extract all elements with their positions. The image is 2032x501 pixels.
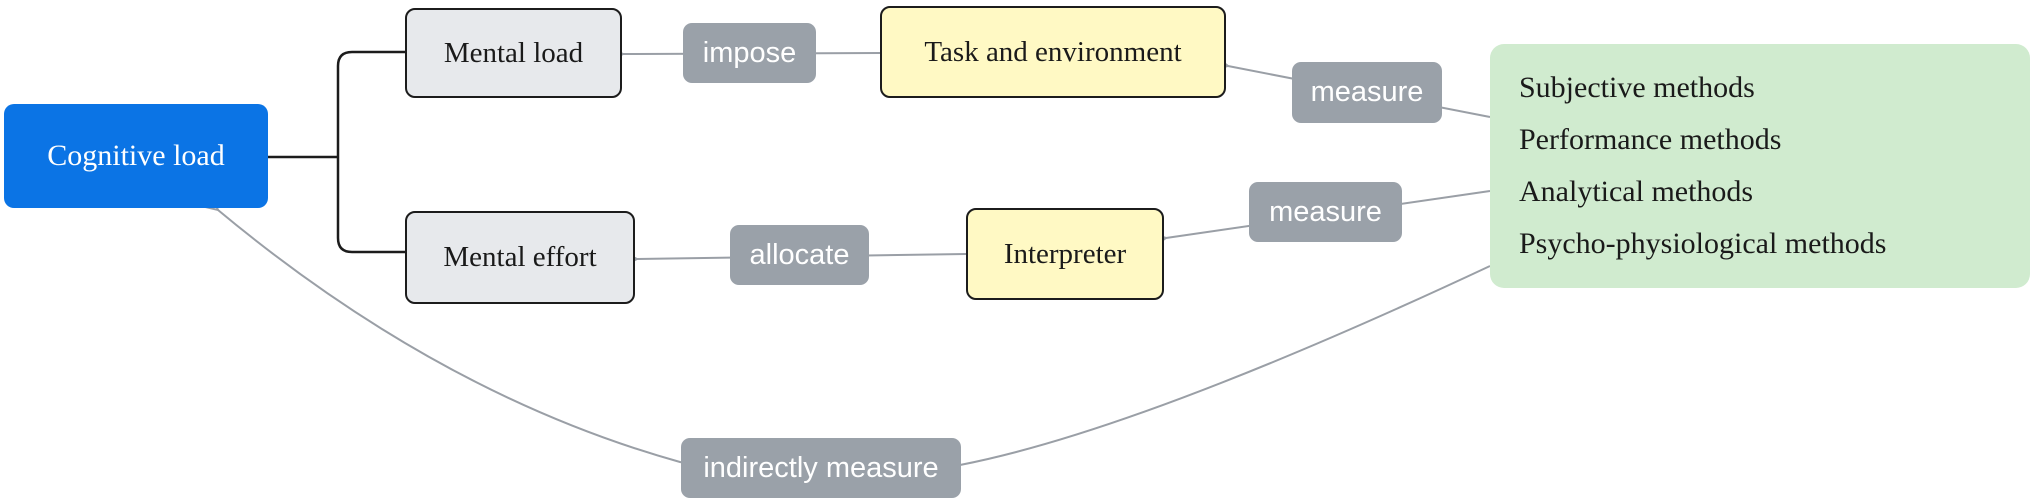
method-psycho-physiological: Psycho-physiological methods bbox=[1519, 227, 1887, 260]
mental-effort-node: Mental effort bbox=[405, 211, 635, 304]
measure-task-label: measure bbox=[1292, 62, 1442, 123]
method-analytical: Analytical methods bbox=[1519, 175, 1754, 208]
method-performance: Performance methods bbox=[1519, 123, 1782, 156]
bracket-connector bbox=[268, 50, 405, 254]
indirectly-measure-label: indirectly measure bbox=[681, 438, 961, 498]
allocate-label: allocate bbox=[730, 225, 869, 285]
interpreter-node: Interpreter bbox=[966, 208, 1164, 300]
measure-interpreter-label: measure bbox=[1249, 182, 1402, 242]
task-and-environment-node: Task and environment bbox=[880, 6, 1226, 98]
mental-load-node: Mental load bbox=[405, 8, 622, 98]
method-subjective: Subjective methods bbox=[1519, 71, 1755, 104]
methods-node: Subjective methods Performance methods A… bbox=[1490, 44, 2030, 288]
cognitive-load-node: Cognitive load bbox=[4, 104, 268, 208]
impose-label: impose bbox=[683, 23, 816, 83]
